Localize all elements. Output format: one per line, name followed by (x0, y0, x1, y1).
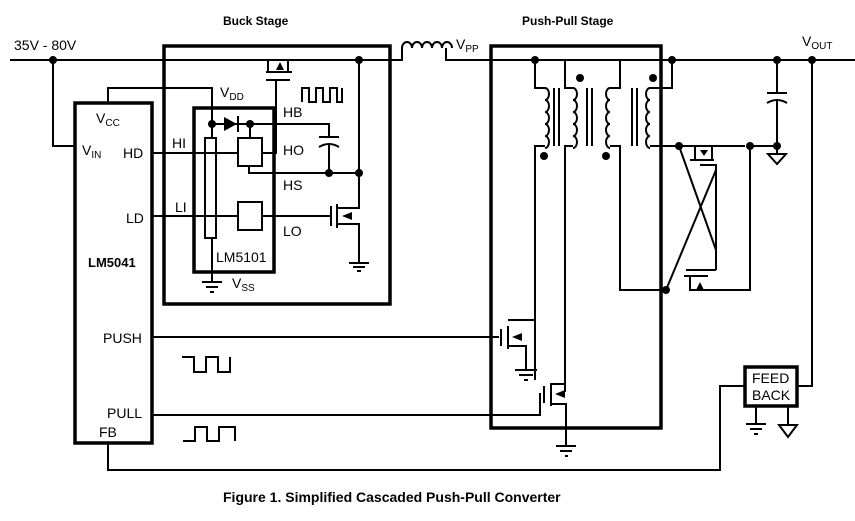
vss-label: VSS (232, 275, 255, 294)
ho-pin-label: HO (283, 142, 304, 158)
feedback-block (743, 365, 799, 408)
vss-ground-icon (202, 281, 222, 293)
hb-pin-label: HB (283, 104, 302, 120)
figure-caption: Figure 1. Simplified Cascaded Push-Pull … (223, 489, 561, 505)
feedback-label-line1: FEED (752, 370, 789, 386)
fb-wire (107, 385, 745, 471)
push-pull-stage-box (489, 44, 663, 430)
push-mosfet-icon (500, 319, 537, 381)
push-pull-stage-title: Push-Pull Stage (522, 14, 614, 28)
feedback-label-line2: BACK (752, 387, 791, 403)
pull-waveform-icon (183, 426, 236, 442)
high-side-driver (237, 137, 263, 167)
inductor-icon (401, 41, 855, 61)
vout-sense-wire (797, 60, 813, 387)
controller-name: LM5041 (88, 255, 136, 270)
lm5101-driver (192, 106, 276, 274)
pull-wire (152, 393, 541, 416)
driver-name: LM5101 (216, 249, 267, 265)
push-pin-label: PUSH (103, 330, 142, 346)
hi-pin-label: HI (172, 135, 186, 151)
vout-label: VOUT (802, 33, 832, 52)
li-pin-label: LI (175, 199, 187, 215)
hd-pin-label: HD (123, 145, 143, 161)
buck-waveform-icon (301, 87, 343, 103)
vdd-label: VDD (220, 84, 244, 103)
transformer-icon (531, 56, 745, 392)
input-rail (10, 48, 403, 147)
fb-pin-label: FB (99, 424, 117, 440)
pull-pin-label: PULL (107, 405, 142, 421)
pull-mosfet-icon (543, 383, 576, 457)
push-waveform-icon (182, 356, 231, 373)
hs-pin-label: HS (283, 177, 302, 193)
input-voltage-label: 35V - 80V (14, 37, 77, 53)
bootstrap-diode-icon (208, 116, 330, 138)
sync-rectifier-mosfets-icon (662, 142, 754, 294)
low-side-driver (237, 201, 263, 231)
bootstrap-capacitor-icon (318, 136, 363, 177)
hs-wire (248, 166, 359, 174)
lo-pin-label: LO (283, 223, 302, 239)
vin-pin-label: VIN (82, 142, 101, 161)
ld-pin-label: LD (126, 210, 144, 226)
ho-wire (262, 80, 277, 154)
buck-stage-title: Buck Stage (223, 14, 289, 28)
vcc-pin-label: VCC (96, 110, 120, 129)
level-shifter (204, 137, 217, 239)
low-side-mosfet-icon (330, 204, 360, 262)
ground-icon (349, 262, 369, 272)
lm5041-controller (73, 101, 154, 445)
feedback-ground-icon (746, 406, 799, 439)
output-capacitor-icon (750, 56, 816, 166)
vpp-label: VPP (456, 36, 479, 55)
high-side-mosfet-icon (266, 60, 292, 81)
buck-stage-box (162, 44, 392, 306)
vdd-wire (107, 87, 213, 124)
